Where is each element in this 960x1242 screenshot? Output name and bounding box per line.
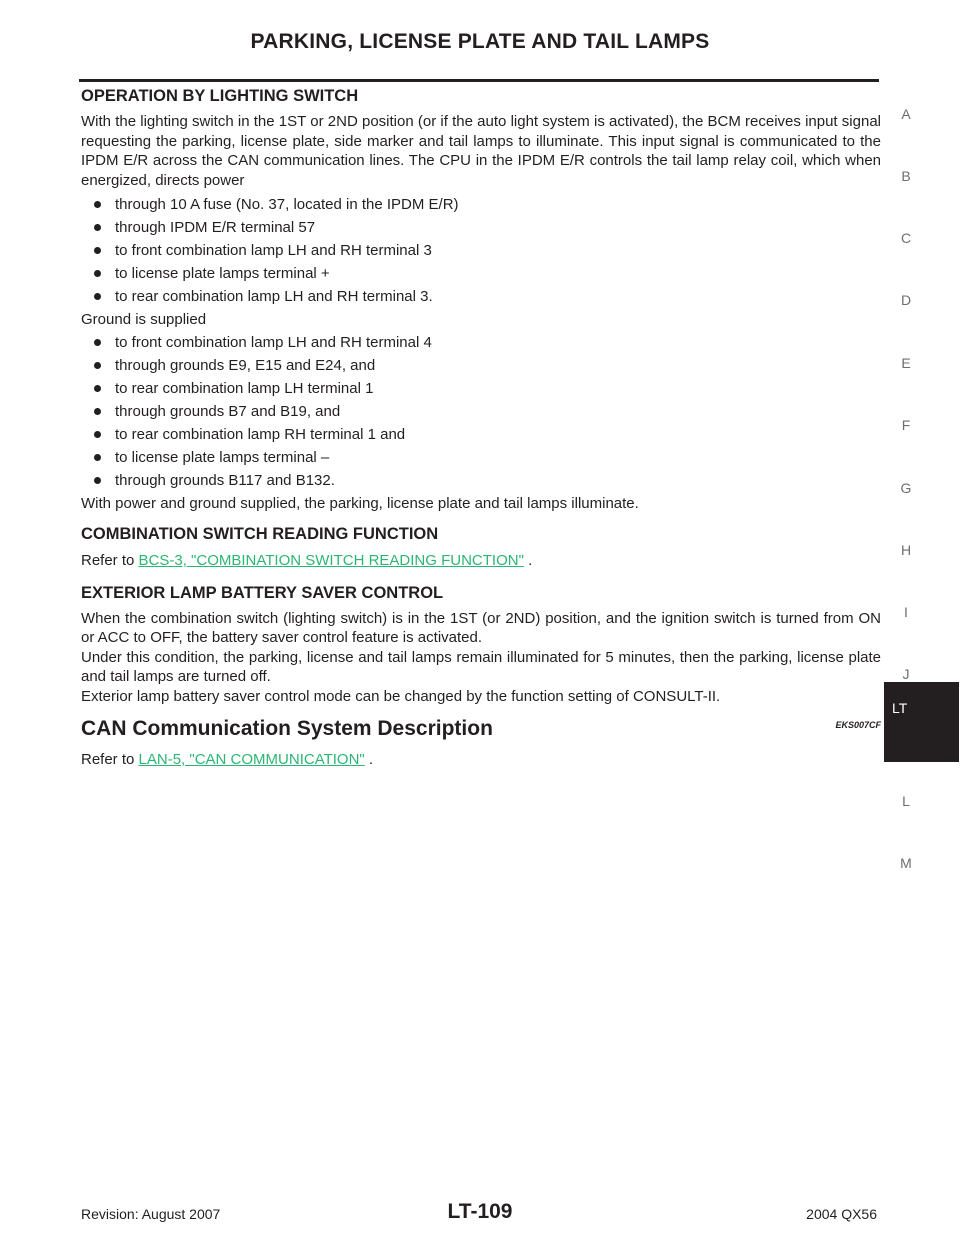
- list-item: through grounds B7 and B19, and: [81, 400, 881, 423]
- tab-b[interactable]: B: [901, 168, 911, 184]
- tab-lt-active[interactable]: LT: [884, 682, 959, 762]
- tab-a[interactable]: A: [901, 106, 911, 122]
- header-rule: [79, 79, 879, 82]
- bullet-icon: [94, 293, 101, 300]
- saver-paragraph-3: Exterior lamp battery saver control mode…: [81, 687, 721, 705]
- tab-lt-label: LT: [892, 700, 908, 716]
- bcs-3-link[interactable]: BCS-3, "COMBINATION SWITCH READING FUNCT…: [138, 552, 524, 569]
- tab-m[interactable]: M: [900, 855, 912, 871]
- tab-c[interactable]: C: [900, 230, 912, 246]
- saver-paragraph-1: When the combination switch (lighting sw…: [81, 609, 881, 647]
- saver-paragraph-2: Under this condition, the parking, licen…: [81, 648, 881, 686]
- bullet-icon: [94, 454, 101, 461]
- combination-refer: Refer to BCS-3, "COMBINATION SWITCH READ…: [81, 552, 533, 569]
- list-item: through IPDM E/R terminal 57: [81, 216, 881, 239]
- section-heading-operation: OPERATION BY LIGHTING SWITCH: [81, 87, 359, 105]
- footer-revision: Revision: August 2007: [81, 1206, 221, 1222]
- tab-i[interactable]: I: [904, 604, 908, 620]
- list-item: to rear combination lamp RH terminal 1 a…: [81, 423, 881, 446]
- bullet-icon: [94, 224, 101, 231]
- tab-e[interactable]: E: [901, 355, 911, 371]
- list-item: through grounds B117 and B132.: [81, 469, 881, 492]
- page-header-title: PARKING, LICENSE PLATE AND TAIL LAMPS: [250, 30, 710, 53]
- list-item: to rear combination lamp LH and RH termi…: [81, 285, 881, 308]
- list-item: through 10 A fuse (No. 37, located in th…: [81, 193, 881, 216]
- bullet-icon: [94, 247, 101, 254]
- ground-intro: Ground is supplied: [81, 311, 207, 328]
- bullet-icon: [94, 431, 101, 438]
- list-item: to front combination lamp LH and RH term…: [81, 239, 881, 262]
- operation-closing: With power and ground supplied, the park…: [81, 495, 639, 512]
- bullet-icon: [94, 408, 101, 415]
- bullet-icon: [94, 339, 101, 346]
- section-code: EKS007CF: [835, 720, 881, 730]
- list-item: through grounds E9, E15 and E24, and: [81, 354, 881, 377]
- footer-page-number: LT-109: [447, 1200, 513, 1223]
- footer-model: 2004 QX56: [806, 1206, 877, 1222]
- bullet-icon: [94, 385, 101, 392]
- bullet-icon: [94, 477, 101, 484]
- bullet-icon: [94, 270, 101, 277]
- tab-g[interactable]: G: [900, 480, 912, 496]
- ground-path-list: to front combination lamp LH and RH term…: [81, 331, 881, 492]
- tab-f[interactable]: F: [901, 417, 911, 433]
- section-heading-saver: EXTERIOR LAMP BATTERY SAVER CONTROL: [81, 583, 444, 602]
- can-refer: Refer to LAN-5, "CAN COMMUNICATION" .: [81, 751, 374, 768]
- list-item: to rear combination lamp LH terminal 1: [81, 377, 881, 400]
- section-heading-combination: COMBINATION SWITCH READING FUNCTION: [81, 525, 439, 543]
- tab-h[interactable]: H: [900, 542, 912, 558]
- list-item: to front combination lamp LH and RH term…: [81, 331, 881, 354]
- power-path-list: through 10 A fuse (No. 37, located in th…: [81, 193, 881, 308]
- tab-d[interactable]: D: [900, 292, 912, 308]
- list-item: to license plate lamps terminal –: [81, 446, 881, 469]
- tab-l[interactable]: L: [902, 793, 910, 809]
- bullet-icon: [94, 362, 101, 369]
- tab-j[interactable]: J: [902, 666, 910, 682]
- lan-5-link[interactable]: LAN-5, "CAN COMMUNICATION": [138, 751, 365, 768]
- bullet-icon: [94, 201, 101, 208]
- section-index-tabs: A B C D E F G H I J LT L M: [884, 0, 960, 1242]
- list-item: to license plate lamps terminal +: [81, 262, 881, 285]
- main-content: OPERATION BY LIGHTING SWITCH With the li…: [81, 86, 881, 770]
- operation-intro: With the lighting switch in the 1ST or 2…: [81, 113, 881, 189]
